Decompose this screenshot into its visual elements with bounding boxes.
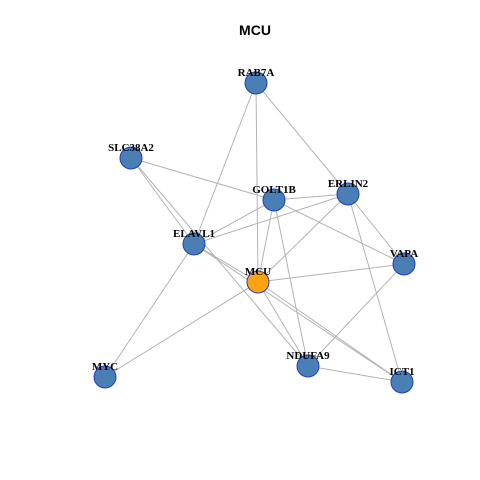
node-ndufa9[interactable]: NDUFA9 — [286, 350, 330, 378]
node-circle-myc[interactable] — [93, 365, 117, 389]
node-elavl1[interactable]: ELAVL1 — [173, 228, 215, 256]
edge-golt1b-erlin2 — [273, 193, 349, 201]
edge-mcu-vapa — [257, 263, 405, 283]
edge-golt1b-ndufa9 — [273, 199, 309, 367]
node-circle-golt1b[interactable] — [262, 188, 286, 212]
edge-mcu-ndufa9 — [257, 281, 309, 367]
edge-elavl1-ict1 — [193, 243, 403, 383]
edge-layer — [104, 82, 405, 383]
edge-slc38a2-elavl1 — [130, 157, 195, 245]
node-mcu[interactable]: MCU — [245, 266, 271, 294]
node-circle-mcu[interactable] — [246, 270, 270, 294]
node-golt1b[interactable]: GOLT1B — [252, 184, 296, 212]
node-label-ndufa9: NDUFA9 — [286, 350, 330, 362]
edge-slc38a2-ndufa9 — [130, 157, 309, 367]
node-circle-ict1[interactable] — [390, 370, 414, 394]
edge-rab7a-erlin2 — [255, 82, 349, 195]
node-vapa[interactable]: VAPA — [390, 248, 418, 276]
node-label-elavl1: ELAVL1 — [173, 228, 215, 240]
edge-golt1b-mcu — [257, 199, 275, 283]
edge-golt1b-vapa — [273, 199, 405, 265]
edge-vapa-ndufa9 — [307, 263, 405, 367]
node-label-ict1: ICT1 — [389, 366, 414, 378]
node-circle-ndufa9[interactable] — [296, 354, 320, 378]
node-rab7a[interactable]: RAB7A — [238, 67, 275, 95]
node-ict1[interactable]: ICT1 — [389, 366, 415, 394]
node-circle-elavl1[interactable] — [182, 232, 206, 256]
edge-ndufa9-ict1 — [307, 365, 403, 383]
edge-erlin2-mcu — [257, 193, 349, 283]
node-erlin2[interactable]: ERLIN2 — [328, 178, 369, 206]
edge-rab7a-elavl1 — [193, 82, 257, 245]
node-label-erlin2: ERLIN2 — [328, 178, 369, 190]
edge-rab7a-mcu — [255, 82, 259, 283]
node-circle-slc38a2[interactable] — [119, 146, 143, 170]
node-slc38a2[interactable]: SLC38A2 — [108, 142, 154, 170]
diagram-title: MCU — [239, 22, 271, 38]
node-circle-erlin2[interactable] — [336, 182, 360, 206]
node-circle-vapa[interactable] — [392, 252, 416, 276]
edge-mcu-myc — [104, 281, 259, 378]
edge-erlin2-elavl1 — [193, 193, 349, 245]
node-circle-rab7a[interactable] — [244, 71, 268, 95]
node-label-slc38a2: SLC38A2 — [108, 142, 154, 154]
edge-mcu-ict1 — [257, 281, 403, 383]
node-label-mcu: MCU — [245, 266, 271, 278]
edge-golt1b-elavl1 — [193, 199, 275, 245]
node-label-myc: MYC — [92, 361, 118, 373]
edge-slc38a2-golt1b — [130, 157, 275, 201]
node-label-rab7a: RAB7A — [238, 67, 275, 79]
node-label-vapa: VAPA — [390, 248, 418, 260]
edge-elavl1-myc — [104, 243, 195, 378]
edge-elavl1-mcu — [193, 243, 259, 283]
edge-erlin2-ict1 — [347, 193, 403, 383]
node-myc[interactable]: MYC — [92, 361, 118, 389]
edge-erlin2-vapa — [347, 193, 405, 265]
node-label-golt1b: GOLT1B — [252, 184, 296, 196]
